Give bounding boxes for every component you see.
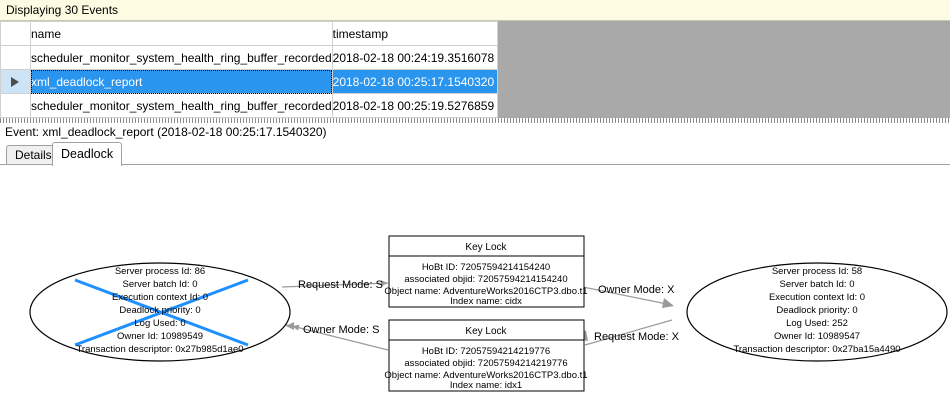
- edge-right-request-bottom: Request Mode: X: [576, 319, 680, 346]
- table-header-row: name timestamp: [0, 21, 498, 46]
- row-arrow-icon: [11, 76, 19, 87]
- keylock-bottom-title: Key Lock: [465, 326, 507, 337]
- process-left-line-5: Owner Id: 10989549: [117, 331, 203, 342]
- keylock-bottom-line-2: Object name: AdventureWorks2016CTP3.dbo.…: [384, 370, 587, 381]
- process-left-line-0: Server process Id: 86: [115, 266, 205, 277]
- process-right-line-5: Owner Id: 10989547: [774, 331, 860, 342]
- tab-strip: Details Deadlock: [0, 141, 950, 166]
- table-row[interactable]: scheduler_monitor_system_health_ring_buf…: [0, 93, 498, 118]
- process-node-right[interactable]: Server process Id: 58 Server batch Id: 0…: [686, 262, 948, 362]
- process-left-line-3: Deadlock priority: 0: [119, 305, 200, 316]
- events-banner: Displaying 30 Events: [0, 0, 950, 21]
- column-header-timestamp[interactable]: timestamp: [331, 21, 498, 46]
- process-right-line-4: Log Used: 252: [786, 318, 848, 329]
- process-left-line-1: Server batch Id: 0: [123, 279, 198, 290]
- resource-node-keylock-top[interactable]: Key Lock HoBt ID: 72057594214154240 asso…: [384, 235, 588, 308]
- cell-timestamp[interactable]: 2018-02-18 00:25:19.5276859: [331, 93, 498, 118]
- row-selector-cell[interactable]: [0, 69, 31, 94]
- deadlock-graph: Request Mode: S Owner Mode: S Owner Mode…: [29, 235, 948, 392]
- deadlock-graph-panel[interactable]: Request Mode: S Owner Mode: S Owner Mode…: [0, 164, 950, 400]
- horizontal-splitter[interactable]: [0, 118, 950, 123]
- cell-name[interactable]: scheduler_monitor_system_health_ring_buf…: [30, 45, 333, 70]
- table-row[interactable]: scheduler_monitor_system_health_ring_buf…: [0, 45, 498, 70]
- cell-name[interactable]: xml_deadlock_report: [30, 69, 333, 94]
- keylock-top-line-0: HoBt ID: 72057594214154240: [422, 262, 550, 273]
- keylock-bottom-line-0: HoBt ID: 72057594214219776: [422, 346, 550, 357]
- keylock-top-line-1: associated objid: 72057594214154240: [404, 274, 567, 285]
- process-left-line-2: Execution context Id: 0: [112, 292, 208, 303]
- tab-details[interactable]: Details: [6, 145, 61, 165]
- keylock-bottom-line-1: associated objid: 72057594214219776: [404, 358, 567, 369]
- events-grid[interactable]: name timestamp scheduler_monitor_system_…: [0, 21, 950, 118]
- cell-timestamp[interactable]: 2018-02-18 00:24:19.3516078: [331, 45, 498, 70]
- events-count-label: Displaying 30 Events: [6, 3, 119, 17]
- event-title-label: Event: xml_deadlock_report (2018-02-18 0…: [5, 125, 327, 139]
- edge-label-owner-mode-s: Owner Mode: S: [303, 324, 379, 336]
- edge-label-owner-mode-x: Owner Mode: X: [598, 284, 675, 296]
- process-right-line-0: Server process Id: 58: [772, 266, 862, 277]
- edge-label-request-mode-x: Request Mode: X: [594, 331, 680, 343]
- process-right-line-1: Server batch Id: 0: [780, 279, 855, 290]
- edge-label-request-mode-s: Request Mode: S: [298, 279, 383, 291]
- resource-node-keylock-bottom[interactable]: Key Lock HoBt ID: 72057594214219776 asso…: [384, 319, 588, 392]
- keylock-top-title: Key Lock: [465, 242, 507, 253]
- event-detail-header: Event: xml_deadlock_report (2018-02-18 0…: [0, 123, 950, 141]
- column-header-selector: [0, 21, 31, 46]
- cell-name[interactable]: scheduler_monitor_system_health_ring_buf…: [30, 93, 333, 118]
- process-left-line-6: Transaction descriptor: 0x27b985d1ae0: [76, 344, 243, 355]
- keylock-bottom-line-3: Index name: idx1: [450, 380, 522, 391]
- process-right-line-3: Deadlock priority: 0: [776, 305, 857, 316]
- table-row[interactable]: xml_deadlock_report 2018-02-18 00:25:17.…: [0, 69, 498, 94]
- process-right-line-6: Transaction descriptor: 0x27ba15a4490: [733, 344, 900, 355]
- process-left-line-4: Log Used: 0: [134, 318, 185, 329]
- process-right-line-2: Execution context Id: 0: [769, 292, 865, 303]
- victim-cross-line-2: [74, 278, 249, 347]
- events-table: name timestamp scheduler_monitor_system_…: [0, 21, 498, 118]
- edge-top-owner-right: Owner Mode: X: [582, 284, 675, 308]
- keylock-top-line-3: Index name: cidx: [450, 296, 522, 307]
- row-selector-cell[interactable]: [0, 45, 31, 70]
- column-header-name[interactable]: name: [30, 21, 333, 46]
- keylock-top-box[interactable]: [388, 235, 585, 308]
- cell-timestamp[interactable]: 2018-02-18 00:25:17.1540320: [331, 69, 498, 94]
- keylock-top-line-2: Object name: AdventureWorks2016CTP3.dbo.…: [384, 286, 587, 297]
- tab-deadlock[interactable]: Deadlock: [52, 142, 123, 166]
- row-selector-cell[interactable]: [0, 93, 31, 118]
- keylock-bottom-box[interactable]: [388, 319, 585, 392]
- edge-left-request-top: Request Mode: S: [281, 279, 389, 291]
- process-node-left[interactable]: Server process Id: 86 Server batch Id: 0…: [29, 262, 291, 362]
- process-ellipse-right[interactable]: [686, 262, 948, 362]
- edge-bottom-owner-left: Owner Mode: S: [285, 322, 389, 351]
